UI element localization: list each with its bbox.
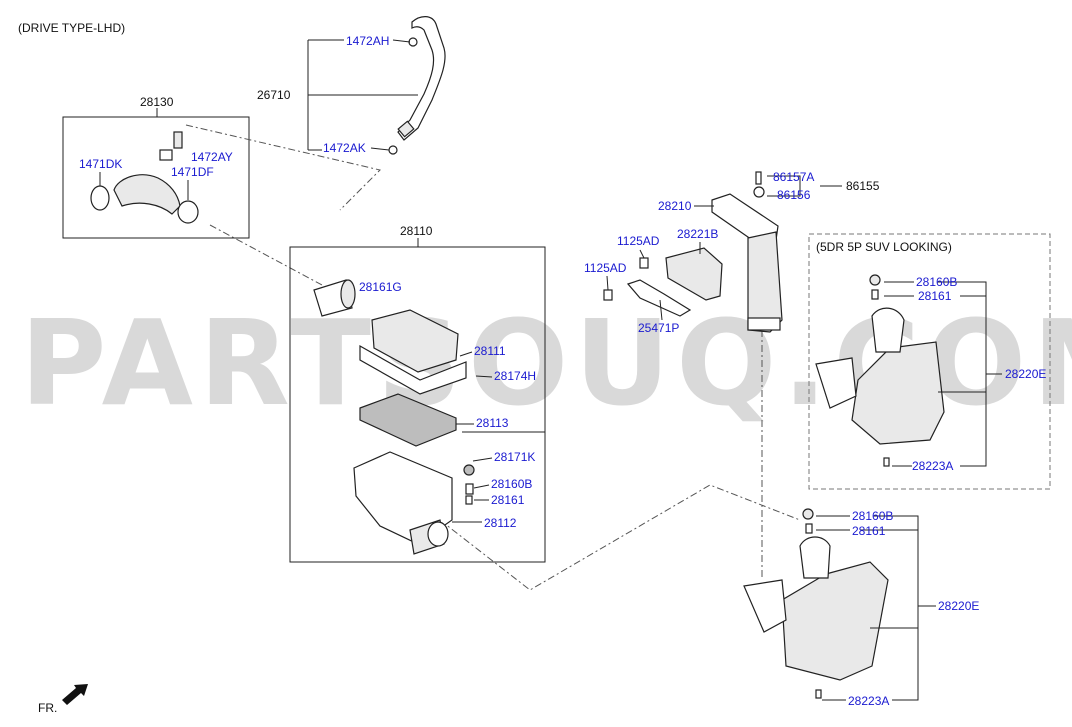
part-28161-c[interactable]: 28161 bbox=[852, 524, 886, 538]
bracket-28221B-drawing bbox=[603, 247, 723, 317]
part-28113[interactable]: 28113 bbox=[476, 416, 509, 430]
part-1472AH[interactable]: 1472AH bbox=[346, 34, 389, 48]
part-28160B-a[interactable]: 28160B bbox=[491, 477, 532, 491]
part-86157A[interactable]: 86157A bbox=[773, 170, 814, 184]
hose-26710-drawing bbox=[388, 16, 446, 155]
group-box-28130 bbox=[62, 116, 250, 239]
resonator-28220E-suv-drawing bbox=[815, 274, 945, 467]
part-1125AD-b[interactable]: 1125AD bbox=[584, 261, 627, 275]
resonator-28220E-drawing bbox=[743, 508, 889, 699]
part-25471P[interactable]: 25471P bbox=[638, 321, 679, 335]
part-86156[interactable]: 86156 bbox=[777, 188, 811, 202]
label-86155: 86155 bbox=[846, 179, 880, 193]
part-28112[interactable]: 28112 bbox=[484, 516, 517, 530]
part-1125AD-a[interactable]: 1125AD bbox=[617, 234, 660, 248]
front-direction-label: FR. bbox=[38, 701, 57, 715]
part-28160B-b[interactable]: 28160B bbox=[916, 275, 957, 289]
air-cleaner-28110-drawing bbox=[313, 279, 475, 555]
part-28220E-a[interactable]: 28220E bbox=[1005, 367, 1046, 381]
part-28223A-b[interactable]: 28223A bbox=[848, 694, 889, 708]
part-28160B-c[interactable]: 28160B bbox=[852, 509, 893, 523]
label-26710: 26710 bbox=[257, 88, 291, 102]
group-box-suv-looking bbox=[808, 233, 1051, 490]
part-28221B[interactable]: 28221B bbox=[677, 227, 718, 241]
part-28171K[interactable]: 28171K bbox=[494, 450, 535, 464]
label-28110: 28110 bbox=[400, 224, 433, 238]
part-28174H[interactable]: 28174H bbox=[494, 369, 536, 383]
part-28161G[interactable]: 28161G bbox=[359, 280, 402, 294]
part-28210[interactable]: 28210 bbox=[658, 199, 692, 213]
part-28111[interactable]: 28111 bbox=[474, 344, 506, 358]
part-28220E-b[interactable]: 28220E bbox=[938, 599, 979, 613]
label-28130: 28130 bbox=[140, 95, 174, 109]
part-1471DK[interactable]: 1471DK bbox=[79, 157, 122, 171]
drive-type-label: (DRIVE TYPE-LHD) bbox=[18, 21, 125, 35]
front-arrow-icon bbox=[62, 684, 88, 705]
part-1472AY[interactable]: 1472AY bbox=[191, 150, 233, 164]
part-1471DF[interactable]: 1471DF bbox=[171, 165, 214, 179]
part-1472AK[interactable]: 1472AK bbox=[323, 141, 366, 155]
part-28223A-a[interactable]: 28223A bbox=[912, 459, 953, 473]
part-28161-a[interactable]: 28161 bbox=[491, 493, 525, 507]
resonator-28210-drawing bbox=[711, 171, 783, 333]
part-28161-b[interactable]: 28161 bbox=[918, 289, 952, 303]
section-label-suv: (5DR 5P SUV LOOKING) bbox=[816, 240, 952, 254]
